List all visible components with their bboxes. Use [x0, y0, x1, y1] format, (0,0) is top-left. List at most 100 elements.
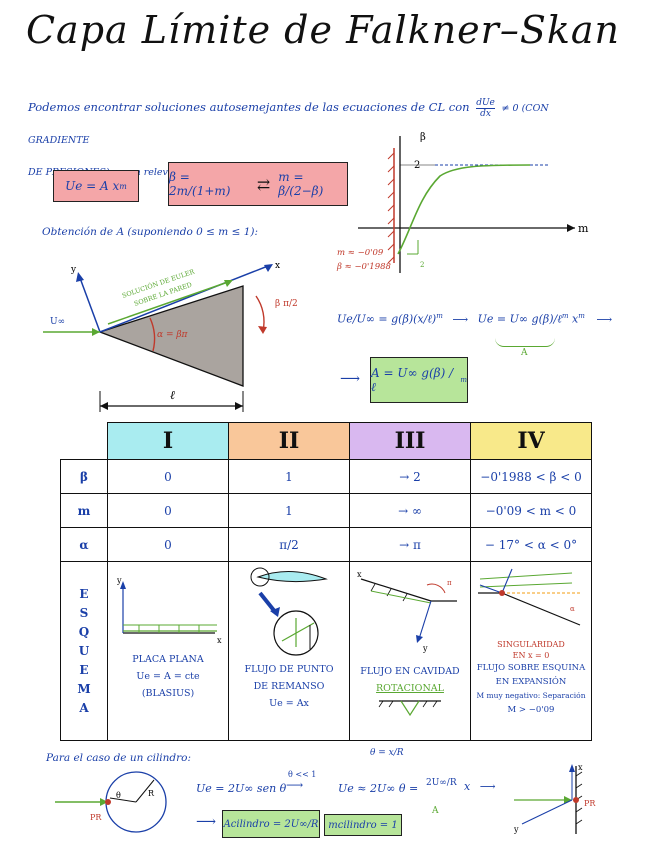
- stagnation-sketch: [250, 567, 328, 656]
- graph-m-value: m ≈ −0'09: [337, 248, 384, 258]
- intro-line1-end: ≠ 0 (CON GRADIENTE: [28, 103, 549, 146]
- cylinder-sketch: PR θ R: [55, 771, 167, 833]
- table-cell: − 17° < α < 0°: [470, 527, 592, 562]
- cylinder-arrow: ⟶: [196, 814, 217, 830]
- svg-text:y: y: [422, 644, 428, 653]
- graph-slope-label: 2: [420, 261, 424, 269]
- row-label-beta: β: [60, 459, 108, 494]
- relation-lhs: Ue/U∞ = g(β)(x/ℓ): [337, 312, 437, 326]
- table-header-ii: II: [228, 422, 350, 460]
- svg-text:x: x: [357, 570, 362, 579]
- wedge-diagram: U∞ SOLUCIÓN DE EULER SOBRE LA PARED α = …: [43, 261, 298, 412]
- A-cylinder-box: Acilindro = 2U∞/R: [222, 810, 320, 838]
- wedge-x-label: x: [275, 261, 280, 271]
- beta-m-graph: β m 2 2: [358, 132, 589, 273]
- table-cell: 0: [107, 459, 229, 494]
- flat-plate-sketch: y x: [116, 576, 222, 645]
- relation-rhs-x-exp: m: [578, 312, 585, 320]
- svg-text:α: α: [570, 605, 575, 613]
- scheme-cavity: x π y FLUJO EN CAVIDAD ROTACIONAL: [349, 561, 471, 741]
- esquema-letter: S: [79, 605, 89, 620]
- graph-beta-axis-label: β: [420, 132, 426, 143]
- svg-text:R: R: [148, 789, 155, 798]
- svg-text:π: π: [447, 579, 452, 587]
- table-header-iii: III: [349, 422, 471, 460]
- expansion-sketch: α: [478, 568, 581, 626]
- scheme-ii-cap3: Ue = Ax: [269, 698, 309, 709]
- cylinder-eq1: Ue = 2U∞ sen θ: [196, 782, 287, 795]
- scheme-i-cap2: Ue = A = cte: [136, 671, 200, 682]
- ue-equation: Ue = A x: [65, 179, 120, 193]
- scheme-i-cap3: (BLASIUS): [141, 688, 195, 699]
- svg-text:x: x: [578, 763, 583, 772]
- scheme-flat-plate: y x PLACA PLANA Ue = A = cte (BLASIUS): [107, 561, 229, 741]
- table-cell: 0: [107, 493, 229, 528]
- esquema-letter: E: [79, 662, 89, 677]
- intro-frac-den: dx: [480, 108, 491, 119]
- scheme-iv-cap2: EN EXPANSIÓN: [495, 677, 567, 687]
- wedge-beta-half-label: β π/2: [275, 299, 298, 309]
- cylinder-pr-label: PR: [90, 813, 102, 822]
- cylinder-approx-arrow: ⟶: [286, 778, 304, 792]
- scheme-iv-cap4: M > −0'09: [507, 705, 555, 715]
- m-cylinder-box: mcilindro = 1: [324, 814, 402, 836]
- wedge-uinf-label: U∞: [50, 317, 65, 327]
- svg-text:y: y: [513, 825, 519, 834]
- cylinder-A-label: A: [432, 806, 439, 816]
- A-cylinder: Acilindro = 2U∞/R: [223, 818, 319, 830]
- intro-frac-num: dUe: [476, 97, 495, 109]
- table-header-iv: IV: [470, 422, 592, 460]
- table-cell: → ∞: [349, 493, 471, 528]
- esquema-letter: U: [78, 643, 90, 658]
- row-label-alpha: α: [60, 527, 108, 562]
- theta-definition: θ = x/R: [370, 748, 404, 758]
- relation-lhs-exp: m: [436, 312, 443, 320]
- esquema-letter: E: [79, 586, 89, 601]
- intro-line1: Podemos encontrar soluciones autosemejan…: [28, 100, 470, 114]
- relation-rhs-x: x: [571, 312, 579, 326]
- wedge-ell-label: ℓ: [170, 388, 175, 402]
- scheme-iii-cap1: FLUJO EN CAVIDAD: [360, 666, 460, 677]
- scheme-iv-cap1: FLUJO SOBRE ESQUINA: [476, 663, 586, 673]
- scheme-iv-cap3: M muy negativo: Separación: [476, 691, 586, 700]
- beta-m-box: β = 2m/(1+m) ⇄ m = β/(2−β): [168, 162, 348, 206]
- cylinder-stagnation-sketch: PR x y: [513, 763, 596, 834]
- wedge-y-label: y: [70, 265, 77, 275]
- table-cell: −0'09 < m < 0: [470, 493, 592, 528]
- table-header-i: I: [107, 422, 229, 460]
- A-result: A = U∞ g(β) / ℓ: [371, 365, 454, 394]
- page-title: Capa Límite de Falkner–Skan: [25, 8, 621, 52]
- scheme-stagnation: FLUJO DE PUNTO DE REMANSO Ue = Ax: [228, 561, 350, 741]
- table-cell: → π: [349, 527, 471, 562]
- graph-two-label: 2: [414, 160, 420, 171]
- table-cell: π/2: [228, 527, 350, 562]
- esquema-letter: M: [77, 681, 91, 696]
- cavity-sketch: x π y: [357, 570, 457, 653]
- A-result-box: A = U∞ g(β) / ℓ m: [370, 357, 468, 403]
- relation-rhs: Ue = U∞ g(β)/ℓ: [477, 312, 562, 326]
- m-equation: m = β/(2−β): [278, 170, 324, 198]
- table-cell: 1: [228, 459, 350, 494]
- relation-rhs-ell-exp: m: [561, 312, 569, 320]
- scheme-expansion: α SINGULARIDAD EN x = 0 FLUJO SOBRE ESQU…: [470, 561, 592, 741]
- esquema-letter: A: [79, 700, 89, 715]
- table-cell: 0: [107, 527, 229, 562]
- properties-table: I II III IV β 0 1 → 2 −0'1988 < β < 0 m …: [60, 422, 592, 741]
- cylinder-x-term: x ⟶: [464, 780, 496, 793]
- cylinder-x: x: [464, 780, 471, 793]
- equivalence-arrows: ⇄: [256, 174, 271, 194]
- arrow-to-A: ⟶: [340, 371, 361, 387]
- m-cylinder: mcilindro = 1: [328, 819, 398, 831]
- A-result-exp: m: [460, 376, 467, 384]
- scheme-iv-singularity2: EN x = 0: [512, 651, 550, 660]
- relation-a-label: A: [521, 348, 528, 358]
- cylinder-frac: 2U∞/R: [426, 778, 457, 788]
- ue-exponent: m: [119, 181, 127, 191]
- scheme-iv-singularity: SINGULARIDAD: [497, 640, 565, 649]
- scheme-ii-cap1: FLUJO DE PUNTO: [244, 664, 334, 675]
- table-cell: −0'1988 < β < 0: [470, 459, 592, 494]
- cylinder-title: Para el caso de un cilindro:: [46, 752, 192, 764]
- graph-m-axis-label: m: [578, 222, 589, 235]
- row-label-m: m: [60, 493, 108, 528]
